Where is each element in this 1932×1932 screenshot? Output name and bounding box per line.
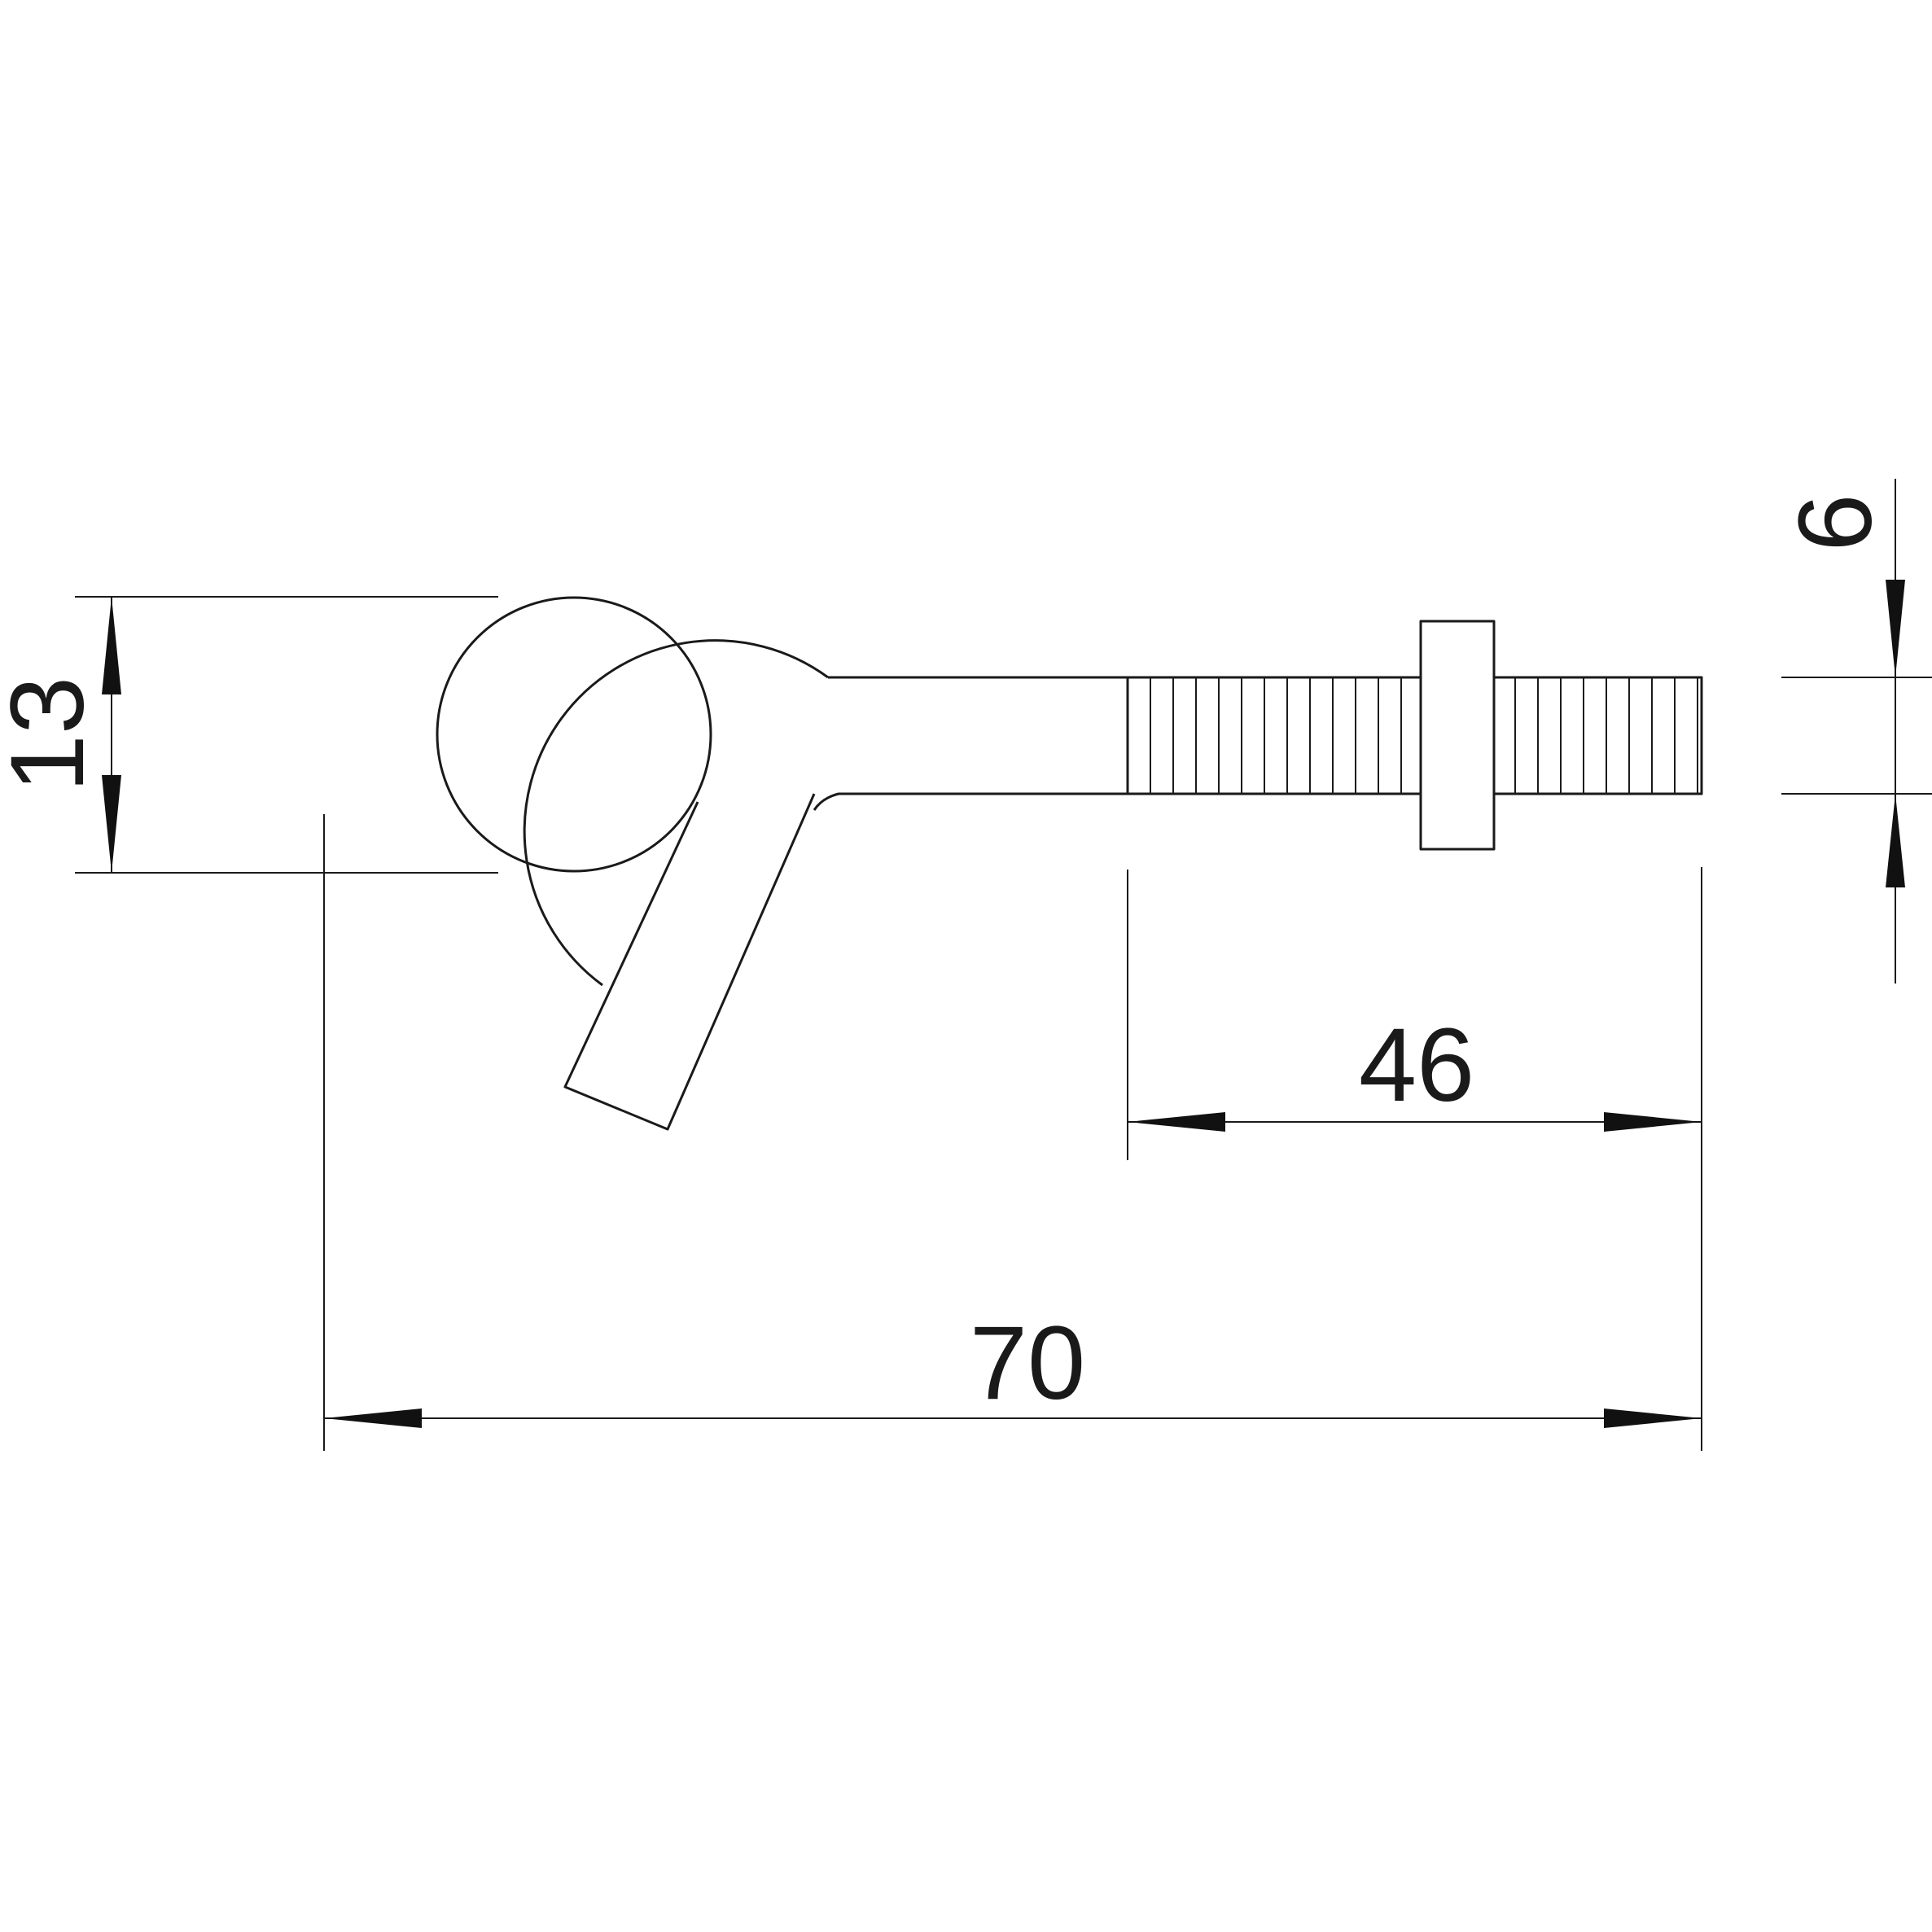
threaded-section: [1126, 676, 1703, 795]
eye-hook-tail: [563, 793, 816, 1131]
eye-bolt: [436, 596, 1703, 1131]
dimension-6-label: 6: [1777, 493, 1894, 551]
dimension-6: 6: [1777, 479, 1905, 984]
dimension-70: 70: [324, 1305, 1702, 1428]
bolt-shank: [813, 676, 1703, 811]
eye-outer-ring: [523, 639, 829, 987]
dimension-13: 13: [0, 597, 121, 873]
dimension-70-label: 70: [970, 1305, 1085, 1422]
thread-lines: [1150, 677, 1698, 794]
dimension-13-label: 13: [0, 677, 106, 792]
nut: [1419, 620, 1496, 851]
dimension-46: 46: [1128, 1007, 1702, 1132]
dimension-46-label: 46: [1359, 1007, 1474, 1124]
eye-inner-hole: [436, 596, 712, 873]
extension-lines: [75, 596, 1932, 1451]
